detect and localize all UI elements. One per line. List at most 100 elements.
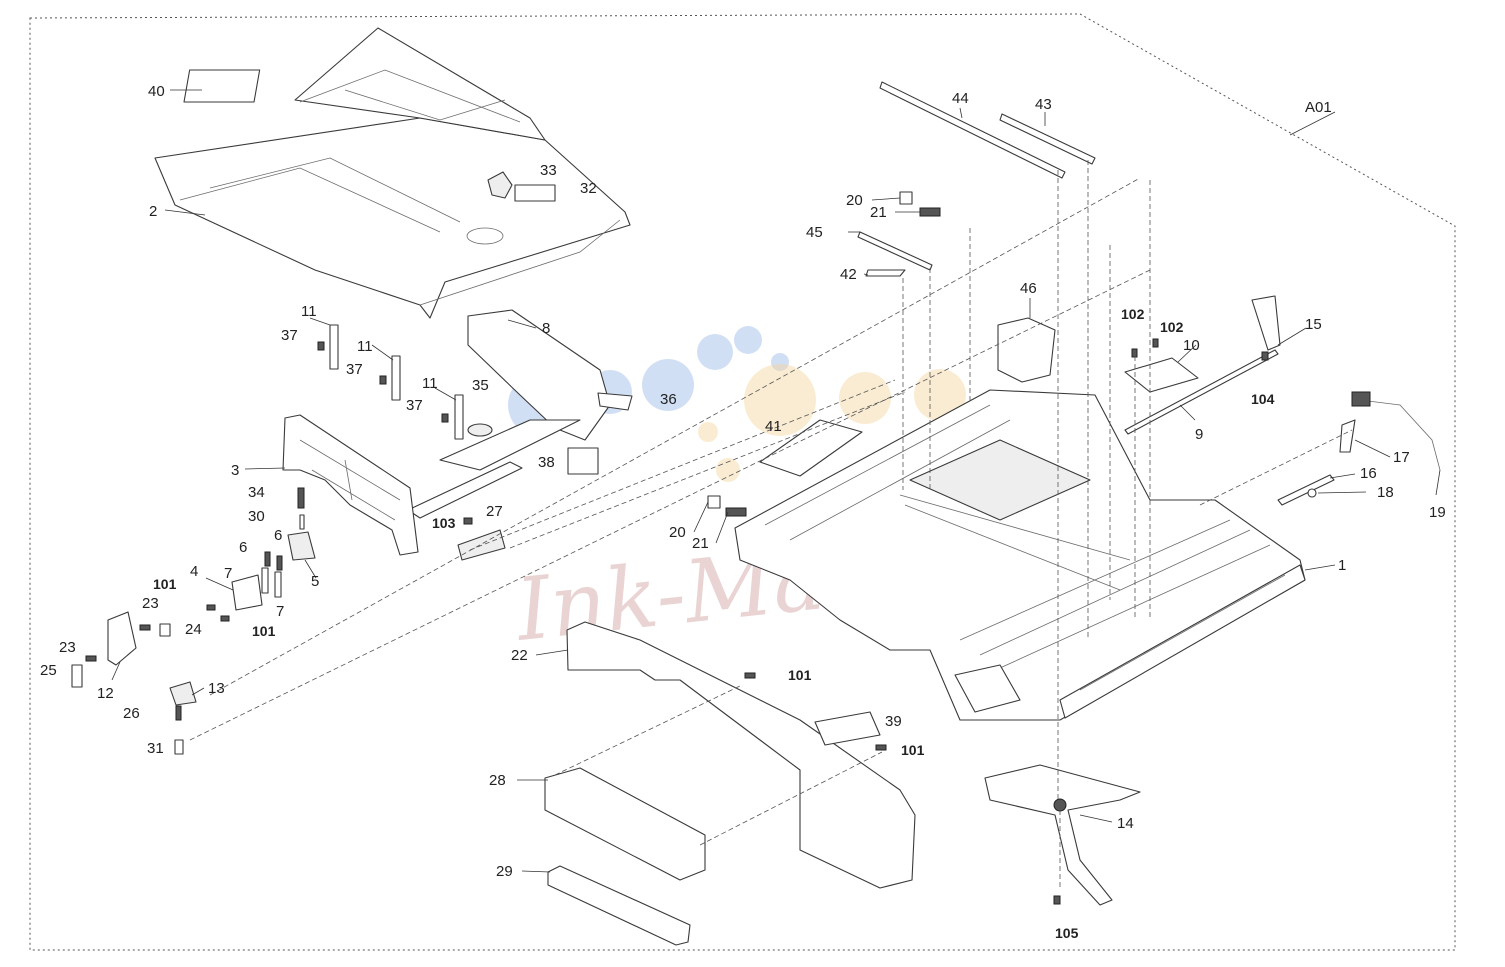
callout-43: 43	[1035, 96, 1052, 113]
part-101-screw-c	[744, 672, 756, 679]
part-101-screw-d	[875, 744, 887, 751]
part-13-latch	[169, 681, 197, 706]
part-42-pad	[865, 269, 906, 277]
part-20-cap-a	[899, 191, 913, 205]
part-23-spring-a	[139, 624, 151, 631]
callout-13: 13	[208, 680, 225, 697]
callout-33: 33	[540, 162, 557, 179]
callout-7b: 7	[276, 603, 284, 620]
part-30-pin	[299, 514, 305, 530]
callout-32: 32	[580, 180, 597, 197]
part-37-spring-a	[317, 341, 325, 351]
part-12-bracket	[107, 611, 137, 666]
callout-46: 46	[1020, 280, 1037, 297]
part-45-strip	[857, 231, 933, 271]
part-39-label	[814, 711, 881, 746]
part-8-cover	[467, 309, 611, 441]
callout-9: 9	[1195, 426, 1203, 443]
part-28-panel	[544, 767, 706, 881]
callout-28: 28	[489, 772, 506, 789]
part-4-holder	[231, 574, 263, 611]
callout-102a: 102	[1121, 306, 1145, 322]
part-37-spring-c	[441, 413, 449, 423]
callout-22: 22	[511, 647, 528, 664]
callout-24: 24	[185, 621, 202, 638]
part-20-cap-b	[707, 495, 721, 509]
callout-2: 2	[149, 203, 157, 220]
part-46-cover	[997, 317, 1056, 383]
callout-35: 35	[472, 377, 489, 394]
callout-38: 38	[538, 454, 555, 471]
part-33-clip	[487, 171, 513, 199]
callout-12: 12	[97, 685, 114, 702]
callout-37b: 37	[346, 361, 363, 378]
callout-10: 10	[1183, 337, 1200, 354]
part-29-rack	[547, 865, 691, 946]
part-11-lever-c	[454, 394, 464, 440]
part-41-label	[759, 419, 863, 477]
alignment-lines	[189, 160, 1353, 890]
callout-37a: 37	[281, 327, 298, 344]
part-18-spring	[1307, 488, 1317, 498]
callout-19: 19	[1429, 504, 1446, 521]
part-21-spring-a	[919, 207, 941, 217]
part-101-screw-a	[206, 604, 216, 611]
callout-17: 17	[1393, 449, 1410, 466]
callout-105: 105	[1055, 925, 1079, 941]
part-102-screw-a	[1131, 348, 1138, 358]
part-15-lever	[1251, 295, 1281, 351]
callout-20b: 20	[669, 524, 686, 541]
callout-labels: A01 1 2 3 4 5 6 6 7 7 8 9 10 11 11 11 12…	[40, 83, 1446, 941]
callout-29: 29	[496, 863, 513, 880]
callout-36: 36	[660, 391, 677, 408]
callout-21a: 21	[870, 204, 887, 221]
callout-23b: 23	[59, 639, 76, 656]
callout-101c: 101	[788, 667, 812, 683]
part-104-pin	[1261, 351, 1269, 361]
callout-6a: 6	[239, 539, 247, 556]
callout-39: 39	[885, 713, 902, 730]
part-38-label	[567, 447, 599, 475]
part-102-screw-b	[1152, 338, 1159, 348]
assembly-boundary	[29, 13, 1456, 951]
guide-rail	[439, 419, 581, 471]
leader-lines	[111, 89, 1441, 873]
part-11-lever-b	[391, 355, 401, 401]
callout-20a: 20	[846, 192, 863, 209]
part-21-spring-b	[725, 507, 747, 517]
callout-34: 34	[248, 484, 265, 501]
callout-18: 18	[1377, 484, 1394, 501]
callout-42: 42	[840, 266, 857, 283]
callout-1: 1	[1338, 557, 1346, 574]
callout-23a: 23	[142, 595, 159, 612]
callout-3: 3	[231, 462, 239, 479]
callout-30: 30	[248, 508, 265, 525]
part-103-screw	[463, 517, 473, 525]
part-3-side-frame	[282, 414, 419, 556]
part-37-spring-b	[379, 375, 387, 385]
part-14-hub	[1053, 798, 1067, 812]
callout-11a: 11	[301, 303, 317, 320]
callout-31: 31	[147, 740, 164, 757]
callout-5: 5	[311, 573, 319, 590]
part-16-rod	[1277, 474, 1335, 506]
part-6-spring-b	[276, 555, 283, 571]
callout-102b: 102	[1160, 319, 1184, 335]
callout-21b: 21	[692, 535, 709, 552]
part-19-torsion-spring	[1359, 399, 1441, 471]
callout-103: 103	[432, 515, 456, 531]
part-24-cap	[159, 623, 171, 637]
callout-16: 16	[1360, 465, 1377, 482]
guide-rail-lower	[407, 461, 523, 519]
part-7-link-b	[274, 571, 282, 598]
part-7-link-a	[261, 567, 269, 594]
callout-104: 104	[1251, 391, 1275, 407]
part-5-plate	[287, 531, 316, 561]
part-6-spring-a	[264, 551, 271, 567]
part-40-label-sheet	[183, 69, 261, 103]
part-25-clip	[71, 664, 83, 688]
callout-101b: 101	[252, 623, 276, 639]
callout-11c: 11	[422, 375, 438, 392]
part-22-front-cover	[566, 621, 916, 889]
